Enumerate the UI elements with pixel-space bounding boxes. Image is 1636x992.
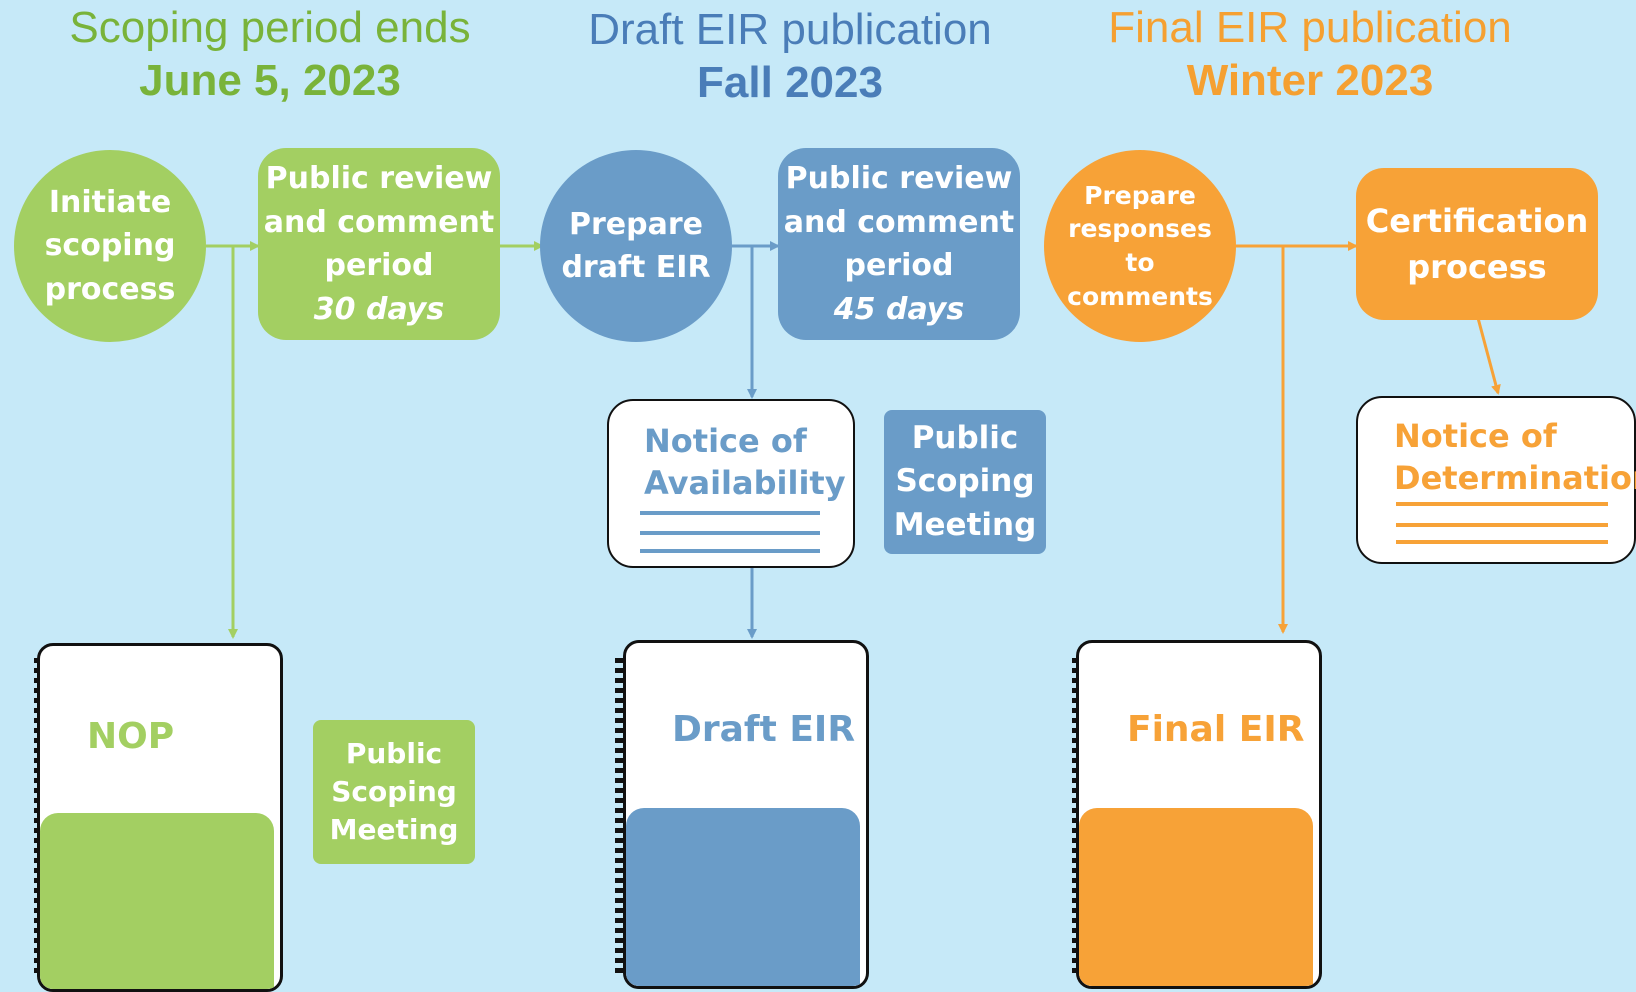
node-text: Public review [785, 161, 1013, 196]
certification-process-node: Certification process [1356, 168, 1598, 320]
orange-connectors [1236, 241, 1501, 634]
notice-text: Notice of [644, 422, 807, 460]
public-scoping-meeting-blue: Public Scoping Meeting [884, 410, 1046, 554]
node-text: comments [1067, 281, 1213, 311]
phase-heading: Scoping period ends [69, 3, 471, 52]
node-text: period [844, 248, 954, 283]
phase-header-scoping: Scoping period ends June 5, 2023 [20, 2, 520, 108]
document-title: Final EIR [1127, 709, 1305, 750]
duration-label: 45 days [833, 291, 965, 327]
node-text: draft EIR [561, 250, 711, 285]
phase-date: Fall 2023 [697, 57, 883, 107]
notice-of-availability: Notice of Availability [607, 399, 855, 568]
meeting-text: Scoping [331, 775, 457, 809]
duration-label: 30 days [313, 291, 445, 327]
nop-document: NOP [37, 643, 283, 992]
notice-rule [640, 531, 820, 535]
notice-rule [1396, 540, 1608, 544]
node-text: Prepare [1084, 180, 1196, 210]
meeting-text: Scoping [895, 463, 1035, 500]
node-text: Initiate [48, 184, 172, 220]
public-scoping-meeting-green: Public Scoping Meeting [313, 720, 475, 864]
arrow-certification-to-determination [1476, 317, 1501, 395]
phase-heading: Draft EIR publication [588, 5, 992, 54]
node-text: process [1407, 248, 1547, 286]
node-text: scoping [44, 228, 176, 264]
notice-rule [640, 549, 820, 553]
phase-date: Winter 2023 [1186, 55, 1434, 105]
notice-title: Notice of Determination [1394, 416, 1636, 499]
document-fill [626, 808, 860, 986]
notice-title: Notice of Availability [644, 421, 846, 504]
public-review-30-node: Public review and comment period 30 days [258, 148, 500, 340]
document-title: NOP [87, 716, 175, 757]
document-fill [1079, 808, 1313, 986]
node-text: and comment [783, 204, 1015, 240]
meeting-text: Public [345, 737, 443, 771]
node-text: Prepare [568, 206, 703, 242]
public-review-45-node: Public review and comment period 45 days [778, 148, 1020, 340]
node-text: process [44, 271, 176, 307]
node-text: period [324, 248, 434, 283]
node-text: Public review [265, 161, 493, 196]
notice-text: Notice of [1394, 417, 1557, 455]
final-eir-document: Final EIR [1076, 640, 1322, 989]
node-text: responses [1068, 214, 1212, 244]
notice-rule [1396, 523, 1608, 527]
node-text: and comment [263, 204, 495, 240]
meeting-text: Public [911, 419, 1019, 456]
draft-eir-document: Draft EIR [623, 640, 869, 989]
document-title: Draft EIR [672, 709, 856, 750]
notice-of-determination: Notice of Determination [1356, 396, 1636, 564]
phase-date: June 5, 2023 [139, 55, 401, 105]
phase-heading: Final EIR publication [1108, 3, 1512, 52]
prepare-responses-node: Prepare responses to comments [1044, 150, 1236, 342]
binding-spine-draft [615, 658, 629, 974]
meeting-text: Meeting [329, 812, 459, 846]
initiate-scoping-node: Initiate scoping process [14, 150, 206, 342]
node-text: to [1125, 248, 1155, 277]
notice-rule [1396, 502, 1608, 506]
blue-connectors [732, 241, 780, 639]
phase-header-draft: Draft EIR publication Fall 2023 [540, 4, 1040, 110]
notice-text: Availability [644, 463, 846, 502]
phase-header-final: Final EIR publication Winter 2023 [1060, 2, 1560, 108]
node-text: Certification [1365, 201, 1589, 240]
notice-rule [640, 511, 820, 515]
green-connectors [206, 241, 544, 639]
document-fill [40, 813, 274, 989]
meeting-text: Meeting [893, 506, 1037, 543]
prepare-draft-eir-node: Prepare draft EIR [540, 150, 732, 342]
notice-text: Determination [1394, 458, 1636, 497]
